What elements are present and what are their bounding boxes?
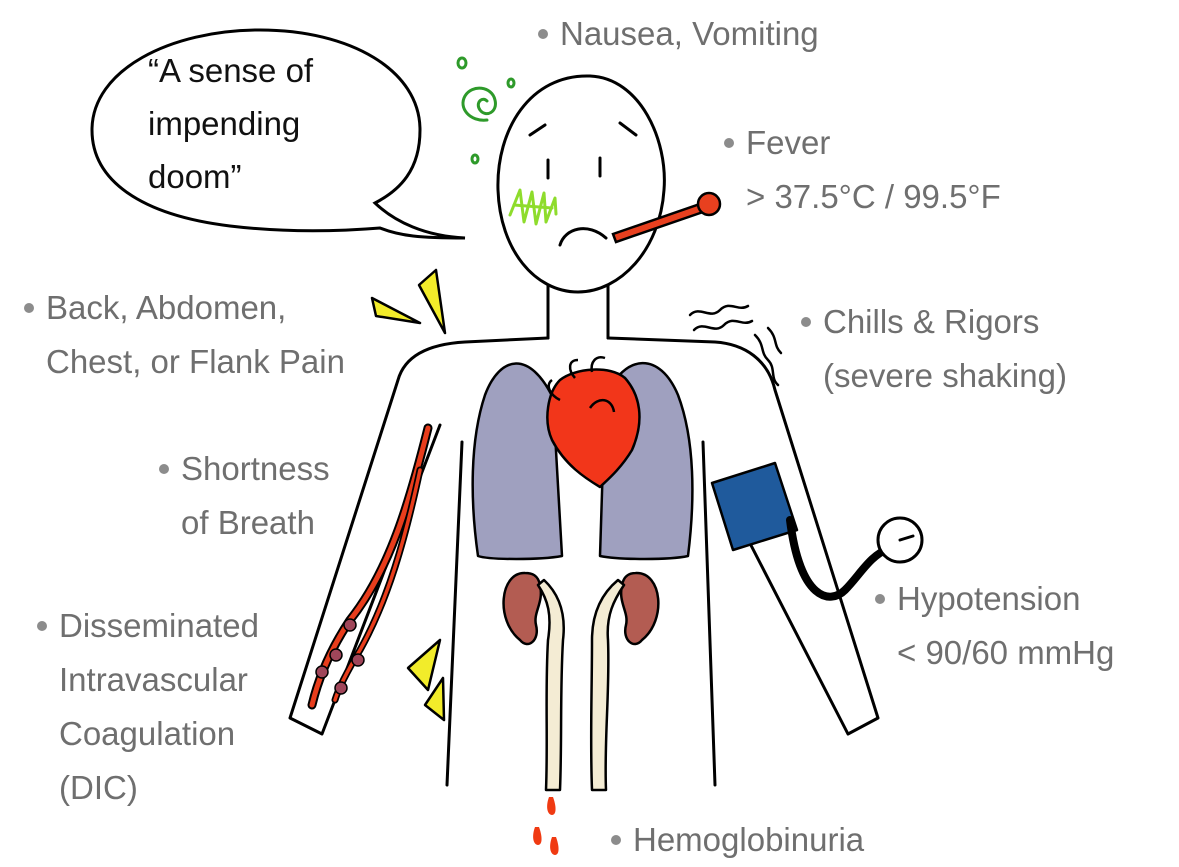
label-chills-line-2: (severe shaking) xyxy=(823,349,1067,403)
label-breath: Shortness of Breath xyxy=(181,442,330,550)
label-nausea-line-1: Nausea, Vomiting xyxy=(560,7,819,61)
bullet-dot xyxy=(801,317,811,327)
label-hypotension: Hypotension < 90/60 mmHg xyxy=(897,572,1114,680)
label-fever: Fever > 37.5°C / 99.5°F xyxy=(746,116,1001,224)
kidneys-icon xyxy=(504,573,659,790)
bullet-dot xyxy=(538,29,548,39)
label-hypotension-line-1: Hypotension xyxy=(897,572,1114,626)
bullet-dot xyxy=(875,594,885,604)
pain-marks-lower-icon xyxy=(408,640,444,720)
label-hemoglobinuria-line-1: Hemoglobinuria xyxy=(633,813,864,867)
label-breath-line-1: Shortness xyxy=(181,442,330,496)
label-pain: Back, Abdomen, Chest, or Flank Pain xyxy=(46,281,345,389)
speech-line-1: “A sense of xyxy=(148,44,313,97)
label-chills-line-1: Chills & Rigors xyxy=(823,295,1067,349)
label-dic-line-4: (DIC) xyxy=(59,761,259,815)
label-fever-line-2: > 37.5°C / 99.5°F xyxy=(746,170,1001,224)
pain-marks-upper-icon xyxy=(372,270,445,333)
speech-bubble-text: “A sense of impending doom” xyxy=(148,44,313,203)
head xyxy=(498,76,664,292)
label-pain-line-2: Chest, or Flank Pain xyxy=(46,335,345,389)
label-breath-line-2: of Breath xyxy=(181,496,330,550)
bullet-dot xyxy=(37,621,47,631)
speech-line-2: impending xyxy=(148,97,313,150)
label-dic: Disseminated Intravascular Coagulation (… xyxy=(59,599,259,815)
label-nausea: Nausea, Vomiting xyxy=(560,7,819,61)
speech-line-3: doom” xyxy=(148,150,313,203)
bullet-dot xyxy=(724,138,734,148)
label-chills: Chills & Rigors (severe shaking) xyxy=(823,295,1067,403)
label-dic-line-3: Coagulation xyxy=(59,707,259,761)
blood-drops-icon xyxy=(533,797,558,855)
bullet-dot xyxy=(159,464,169,474)
bullet-dot xyxy=(611,835,621,845)
label-hypotension-line-2: < 90/60 mmHg xyxy=(897,626,1114,680)
bullet-dot xyxy=(24,303,34,313)
label-pain-line-1: Back, Abdomen, xyxy=(46,281,345,335)
label-dic-line-1: Disseminated xyxy=(59,599,259,653)
label-dic-line-2: Intravascular xyxy=(59,653,259,707)
label-hemoglobinuria: Hemoglobinuria xyxy=(633,813,864,867)
label-fever-line-1: Fever xyxy=(746,116,1001,170)
blood-pressure-cuff-icon xyxy=(712,463,922,597)
